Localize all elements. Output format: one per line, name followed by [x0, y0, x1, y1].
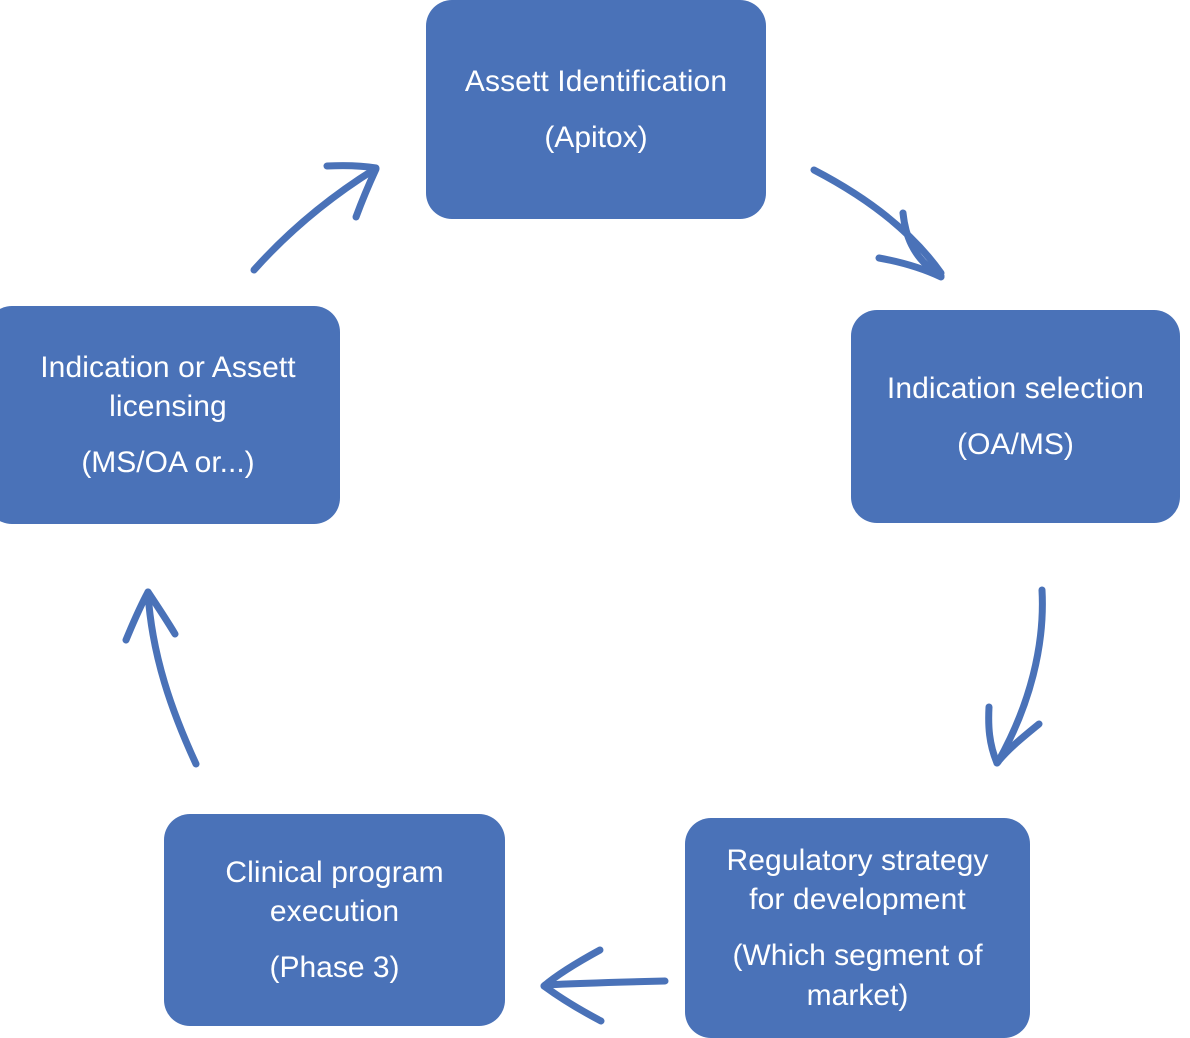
node-clinical-program-main: Clinical program execution	[225, 855, 444, 929]
node-indication-selection-main: Indication selection	[886, 371, 1145, 405]
arrow-licensing-to-asset	[250, 162, 380, 274]
arrow-asset-to-indication	[810, 166, 945, 281]
arrow-clinical-to-licensing	[122, 588, 200, 768]
node-regulatory-strategy-main: Regulatory strategy for development	[726, 843, 989, 917]
node-regulatory-strategy-sub: (Which segment of market)	[732, 939, 983, 1012]
node-clinical-program[interactable]: Clinical program execution (Phase 3)	[164, 814, 505, 1026]
node-clinical-program-sub: (Phase 3)	[269, 950, 400, 984]
node-asset-identification-sub: (Apitox)	[544, 120, 648, 154]
node-licensing-main: Indication or Assett licensing	[40, 350, 296, 424]
arrow-indication-to-regulatory	[985, 586, 1046, 767]
node-regulatory-strategy[interactable]: Regulatory strategy for development (Whi…	[685, 818, 1030, 1038]
node-asset-identification-main: Assett Identification	[464, 64, 728, 98]
node-licensing[interactable]: Indication or Assett licensing (MS/OA or…	[0, 306, 340, 524]
arrow-regulatory-to-clinical	[540, 946, 669, 1025]
node-indication-selection[interactable]: Indication selection (OA/MS)	[851, 310, 1180, 523]
node-licensing-sub: (MS/OA or...)	[81, 445, 255, 479]
node-indication-selection-sub: (OA/MS)	[957, 427, 1074, 461]
node-asset-identification[interactable]: Assett Identification (Apitox)	[426, 0, 766, 219]
